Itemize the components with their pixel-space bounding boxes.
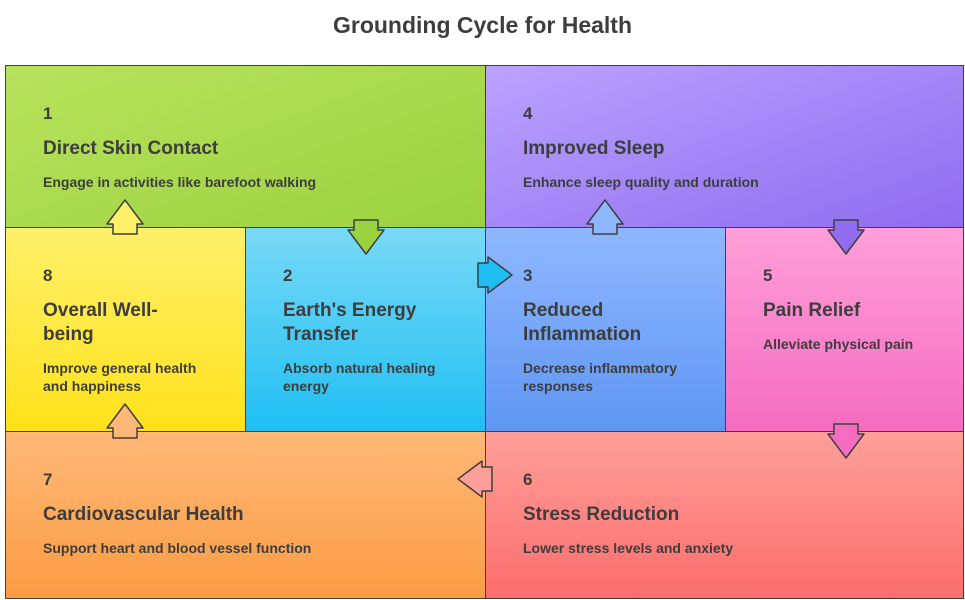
step-card-earths-energy-transfer — [245, 227, 486, 432]
step-description: Improve general health and happiness — [43, 360, 197, 394]
step-number: 5 — [763, 266, 773, 285]
step-description: Absorb natural healing energy — [283, 360, 436, 394]
step-number: 8 — [43, 266, 53, 285]
step-card-cardiovascular-health — [5, 431, 486, 599]
step-description: Support heart and blood vessel function — [43, 540, 312, 556]
step-description: Lower stress levels and anxiety — [523, 540, 734, 556]
step-title: Overall Well-being — [43, 300, 158, 345]
diagram-title: Grounding Cycle for Health — [332, 12, 633, 38]
step-title: Earth's Energy Transfer — [283, 300, 417, 345]
step-description: Engage in activities like barefoot walki… — [43, 174, 317, 190]
step-number: 6 — [523, 470, 533, 489]
step-title: Direct Skin Contact — [43, 138, 219, 159]
step-number: 2 — [283, 266, 293, 285]
step-card-improved-sleep — [485, 65, 964, 228]
step-description: Enhance sleep quality and duration — [523, 174, 759, 190]
step-number: 1 — [43, 104, 53, 123]
step-card-pain-relief — [725, 227, 964, 432]
step-title: Pain Relief — [763, 300, 861, 321]
step-title: Reduced Inflammation — [523, 300, 642, 345]
step-description: Decrease inflammatory responses — [523, 360, 678, 394]
step-card-direct-skin-contact — [5, 65, 486, 228]
step-number: 3 — [523, 266, 533, 285]
step-number: 4 — [523, 104, 533, 123]
step-title: Improved Sleep — [523, 138, 665, 159]
step-card-reduced-inflammation — [485, 227, 726, 432]
step-title: Cardiovascular Health — [43, 504, 244, 525]
step-title: Stress Reduction — [523, 504, 680, 525]
step-number: 7 — [43, 470, 53, 489]
step-card-stress-reduction — [485, 431, 964, 599]
step-description: Alleviate physical pain — [763, 336, 914, 352]
